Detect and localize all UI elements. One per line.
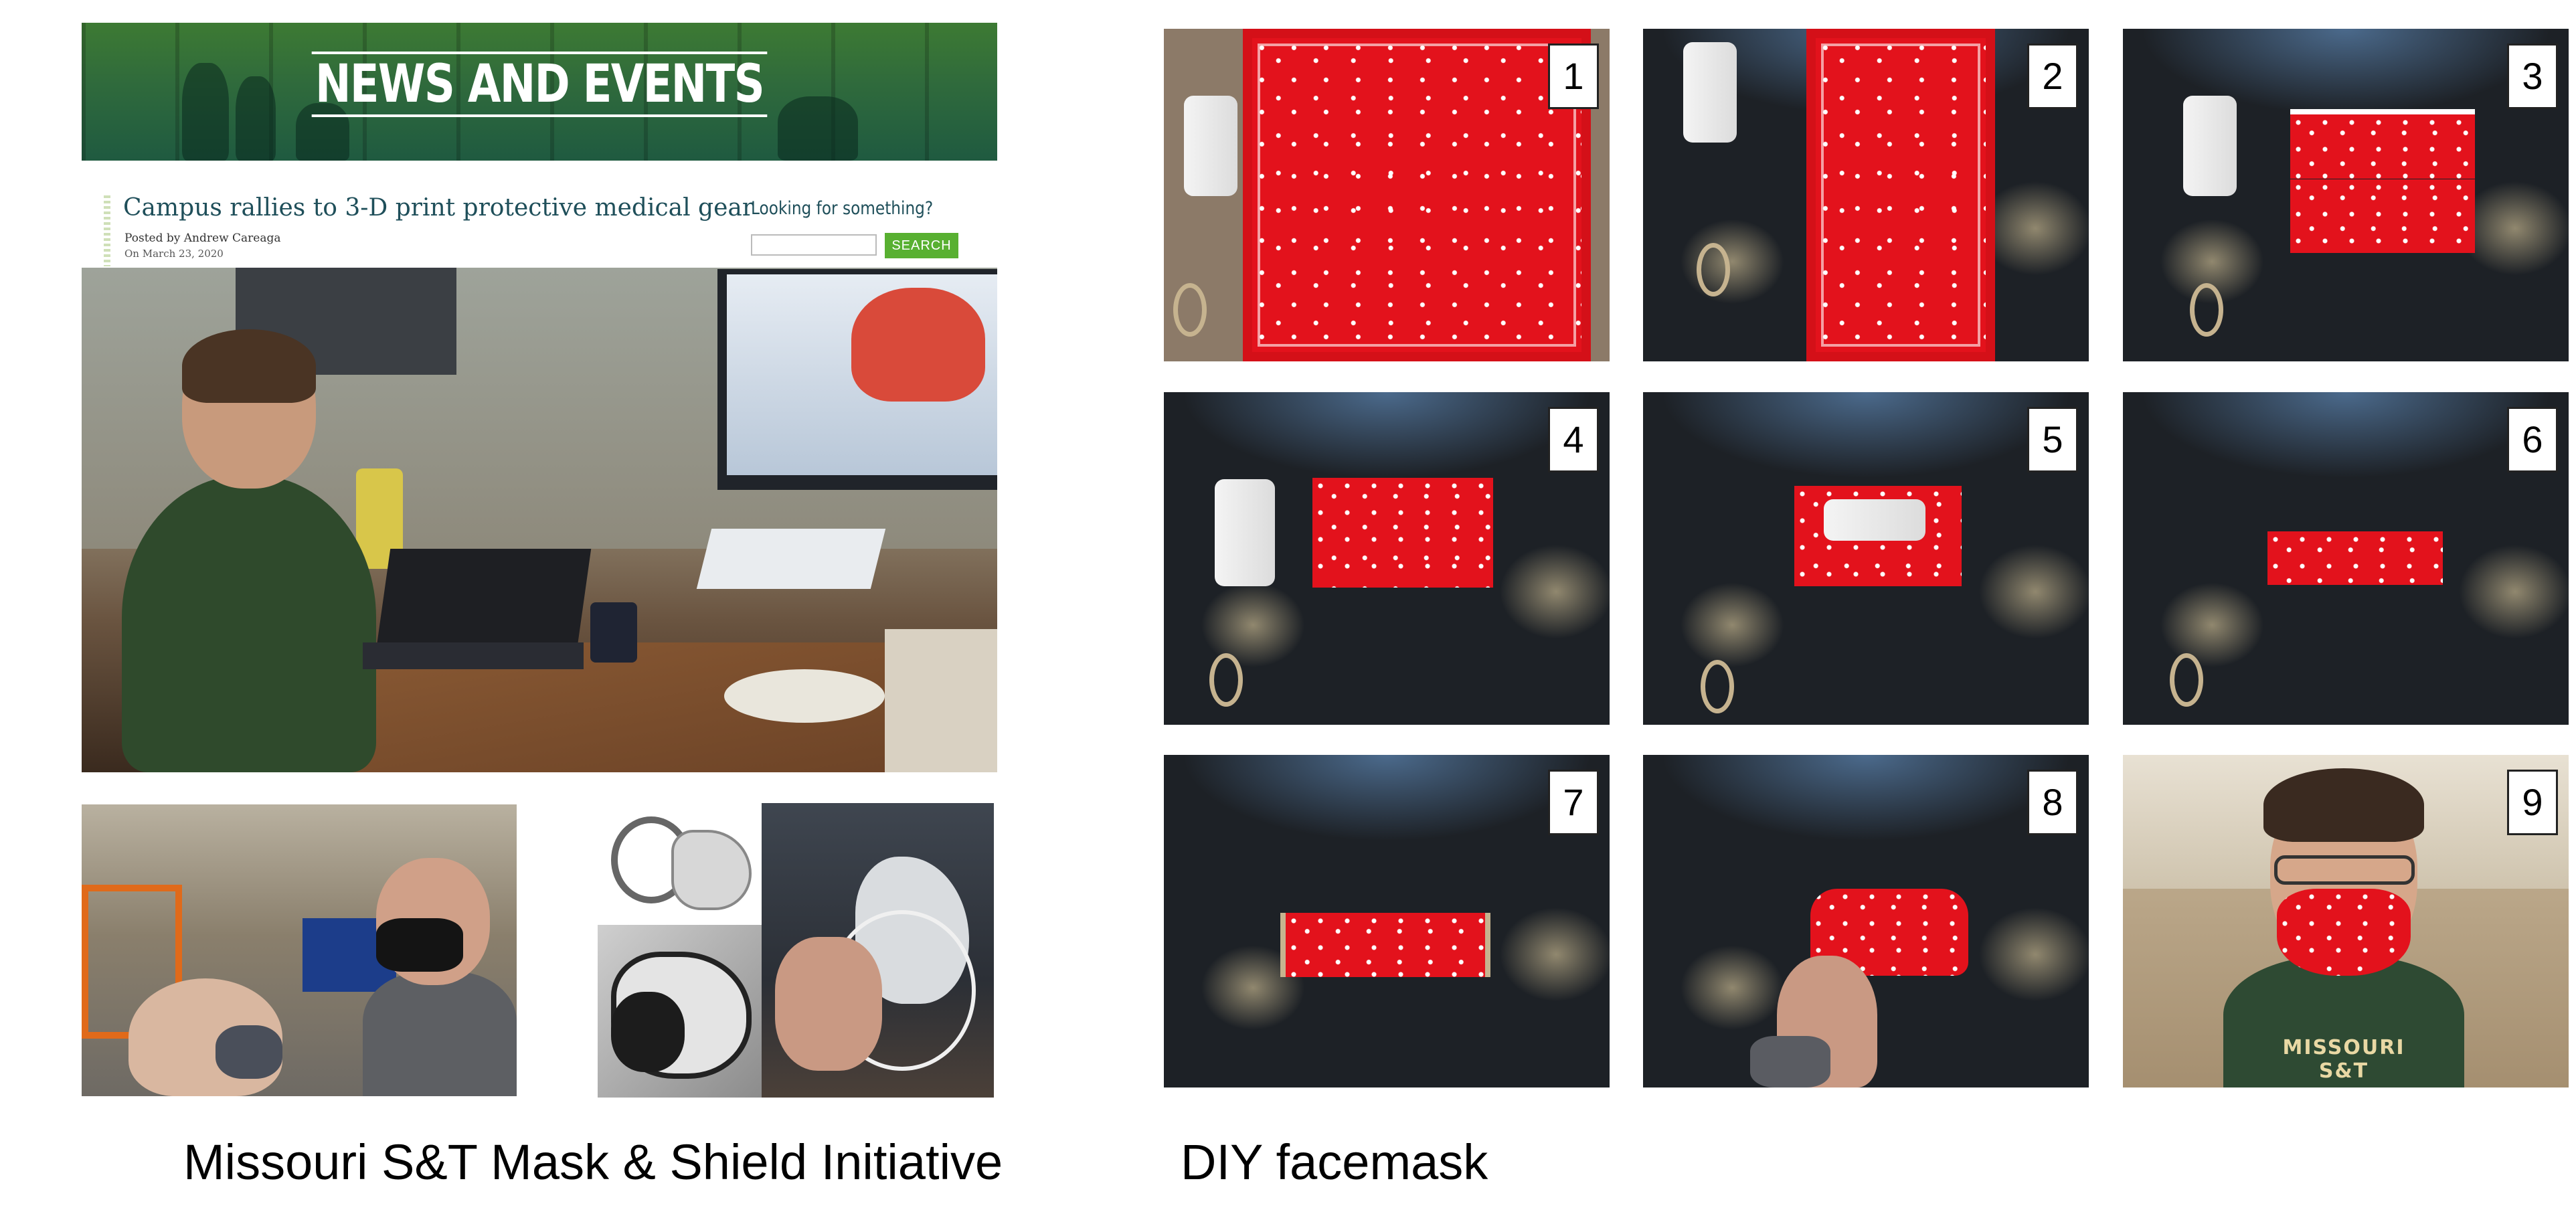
- hair-ties: [2170, 653, 2203, 707]
- photo-cardboard-box: [885, 629, 997, 772]
- banner-silhouette: [296, 103, 349, 161]
- step-number-badge: 7: [1548, 770, 1599, 835]
- banner-silhouette: [182, 63, 229, 161]
- sleeve: [1750, 1036, 1830, 1087]
- hair-ties: [1701, 660, 1734, 713]
- search-label: Looking for something?: [751, 198, 934, 219]
- diy-step-1: 1: [1164, 29, 1610, 361]
- article-title[interactable]: Campus rallies to 3-D print protective m…: [123, 194, 754, 222]
- step-number-badge: 9: [2507, 770, 2558, 835]
- step-number-badge: 4: [1548, 407, 1599, 472]
- step-number-badge: 3: [2507, 43, 2558, 109]
- photo-filament-spool: [724, 669, 885, 723]
- diy-step-3: 3: [2123, 29, 2569, 361]
- diy-step-7: 7: [1164, 755, 1610, 1087]
- photo-mug: [590, 602, 637, 663]
- banner-silhouette: [236, 76, 276, 161]
- caption-diy-facemask: DIY facemask: [1181, 1134, 1488, 1190]
- banner-silhouette: [778, 96, 858, 161]
- folded-paper-towel: [1215, 479, 1275, 586]
- news-banner: NEWS AND EVENTS: [82, 23, 997, 161]
- hair-ties: [1173, 283, 1207, 337]
- person-hair: [2263, 768, 2424, 842]
- diy-step-9: MISSOURI S&T 9: [2123, 755, 2569, 1087]
- bandana-folded-filter: [2267, 531, 2443, 585]
- bandana-with-ties: [1280, 913, 1490, 977]
- step-number-badge: 6: [2507, 407, 2558, 472]
- diy-step-2: 2: [1643, 29, 2089, 361]
- photo-laptop-screen: [375, 549, 592, 656]
- photo-person-body: [122, 475, 376, 772]
- hair-ties: [2190, 283, 2223, 337]
- bandana-fold-bottom: [2290, 179, 2475, 253]
- lab-mannequin-mask: [216, 1025, 282, 1079]
- glasses: [2274, 855, 2415, 885]
- cad-mask-cup: [671, 830, 752, 910]
- hand: [775, 937, 882, 1071]
- article-author: Posted by Andrew Careaga: [124, 232, 281, 245]
- folded-paper-towel: [1184, 96, 1237, 196]
- paper-towel-filter: [1824, 499, 1925, 541]
- lab-person-mask: [376, 918, 463, 972]
- banner-title: NEWS AND EVENTS: [164, 52, 915, 117]
- article-photo-lab-desk: [82, 268, 997, 772]
- photo-lab-mannequin: [82, 804, 517, 1096]
- step-number-badge: 5: [2027, 407, 2078, 472]
- folded-paper-towel: [1683, 42, 1737, 143]
- photo-person-hair: [182, 329, 316, 403]
- search-button[interactable]: SEARCH: [885, 233, 958, 258]
- header-accent-rule: [104, 195, 110, 266]
- bandana-folded-strip: [1312, 478, 1493, 588]
- cad-mask-opening: [611, 992, 685, 1072]
- diy-step-6: 6: [2123, 392, 2569, 725]
- diy-step-8: 8: [1643, 755, 2089, 1087]
- article-date: On March 23, 2020: [124, 248, 224, 260]
- search-input[interactable]: [751, 234, 877, 256]
- step-number-badge: 2: [2027, 43, 2078, 109]
- green-sweatshirt: [2223, 956, 2464, 1087]
- shirt-text: MISSOURI S&T: [2282, 1036, 2405, 1083]
- step-number-badge: 8: [2027, 770, 2078, 835]
- bandana-folded-half: [1806, 29, 1995, 361]
- cad-render-exploded: [598, 803, 762, 925]
- diy-step-5: 5: [1643, 392, 2089, 725]
- bandana-fold-top: [2290, 109, 2475, 179]
- banner-title-text: NEWS AND EVENTS: [312, 52, 767, 117]
- photo-laptop-base: [363, 642, 584, 669]
- bandana-flat: [1243, 29, 1591, 361]
- photo-scanner: [696, 529, 886, 589]
- photo-printed-mask-in-hand: [762, 803, 994, 1098]
- step-number-badge: 1: [1548, 43, 1599, 109]
- folded-paper-towel: [2183, 96, 2237, 196]
- caption-mask-shield-initiative: Missouri S&T Mask & Shield Initiative: [183, 1134, 1003, 1190]
- photo-cad-mask-model: [851, 288, 985, 402]
- lab-person-body: [363, 972, 517, 1096]
- hair-ties: [1697, 243, 1730, 296]
- cad-render-mask: [598, 925, 762, 1098]
- diy-step-4: 4: [1164, 392, 1610, 725]
- hair-ties: [1209, 653, 1243, 707]
- worn-bandana-mask: [2277, 889, 2411, 976]
